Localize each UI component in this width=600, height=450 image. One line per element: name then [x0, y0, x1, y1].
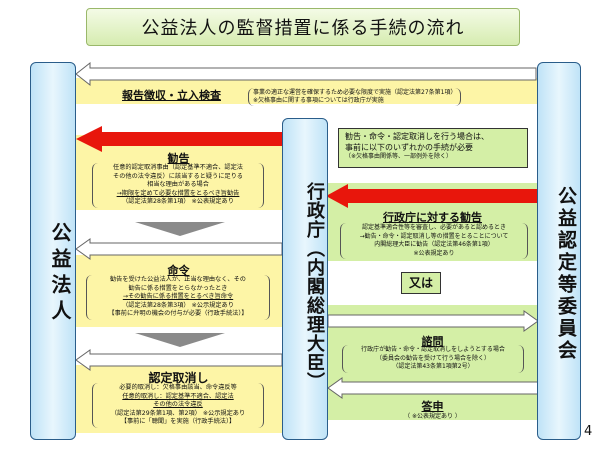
page-number: 4 [584, 424, 593, 439]
order-line: 勧告に係る措置をとらなかったとき [128, 284, 228, 292]
order-note: 勧告を受けた公益法人が、正当な理由なく、その 勧告に係る措置をとらなかったとき … [86, 275, 270, 320]
advice-line: 相当な理由がある場合 [147, 181, 209, 188]
procedure-line: 事前に以下のいずれかの手続が必要 [345, 143, 473, 152]
consultation-line: （委員会の勧告を受けて行う場合を除く） [375, 354, 490, 362]
order-line: （認定法第28条第3項） ※公示規定あり [122, 301, 234, 309]
revocation-line: 【事前に「聴聞」を実施（行政手続法）】 [120, 418, 236, 425]
left-arrow-icon [76, 349, 282, 371]
revocation-line: （認定法第29条第1項、第2項） ※公示規定あり [110, 409, 246, 417]
recommendation-line: 認定基準適合性等を審査し、必要があると認めるとき [361, 224, 506, 231]
inspection-note: 事業の適正な運営を確保するため必要な限度で実施（認定法第27条第1項） ※欠格事… [248, 88, 462, 106]
red-arrow-icon [326, 184, 537, 208]
or-label: 又は [401, 272, 441, 294]
revocation-heading: 認定取消し [148, 371, 209, 385]
column-public-interest-corporation: 公益法人 [30, 62, 76, 440]
advice-area [75, 135, 282, 210]
advice-heading: 勧告 [167, 152, 190, 165]
procedure-line: 勧告・命令・認定取消しを行う場合は、 [345, 132, 489, 141]
right-arrow-icon [328, 310, 538, 332]
consultation-line: 行政庁が勧告・命令・認定取消しをしようとする場合 [361, 346, 505, 353]
report-note: （ ※公表規定あり ） [404, 413, 461, 420]
recommendation-heading: 行政庁に対する勧告 [383, 211, 482, 224]
advice-line: 任意的認定取消事由（認定基準不適合、認定法 [113, 164, 243, 171]
recommendation-note: 認定基準適合性等を審査し、必要があると認めるとき →勧告・命令・認定取消し等の措… [340, 223, 528, 259]
left-arrow-icon [76, 238, 282, 260]
order-line: 勧告を受けた公益法人が、正当な理由なく、その [110, 276, 246, 283]
column-administrative-agency: 行政庁（内閣総理大臣） [282, 118, 328, 440]
revocation-line: 必要的取消し：欠格事由該当、命令違反等 [119, 384, 237, 391]
advice-line: その他の法令違反）に該当すると疑うに足りる [113, 172, 243, 180]
column-commission: 公益認定等委員会 [537, 62, 581, 440]
advice-line: →期限を定めて必要な措置をとるべき旨勧告 [116, 189, 240, 197]
inspection-heading: 報告徴収・立入検査 [122, 89, 221, 102]
inspection-note-line: ※欠格事由に関する事項については行政庁が実施 [253, 97, 384, 104]
report-heading: 答申 [421, 400, 444, 413]
left-arrow-icon [328, 377, 538, 399]
procedure-note: （※欠格事由関係等、一部例外を除く） [345, 153, 453, 160]
consultation-line: （認定法第43条第1項第2号） [392, 363, 474, 370]
revocation-line: その他の法令違反 [153, 401, 203, 408]
revocation-area [75, 365, 282, 433]
order-line: →その勧告に係る措置をとるべき旨命令 [122, 293, 234, 300]
inspection-note-line: 事業の適正な運営を確保するため必要な限度で実施（認定法第27条第1項） [253, 89, 457, 96]
recommendation-line: →勧告・命令・認定取消し等の措置をとることについて [359, 232, 509, 240]
revocation-note: 必要的取消し：欠格事由該当、命令違反等 任意的取消し：認定基準不適合、認定法 そ… [92, 383, 264, 428]
page-title: 公益法人の監督措置に係る手続の流れ [86, 8, 520, 46]
red-arrow-icon [76, 126, 282, 152]
left-arrow-icon [76, 62, 537, 86]
advice-line: （認定法第28条第1項） ※公表規定あり [122, 198, 234, 205]
consultation-heading: 諮問 [421, 335, 444, 348]
recommendation-line: ※公表規定あり [413, 249, 455, 257]
order-area [75, 255, 282, 327]
procedure-box: 勧告・命令・認定取消しを行う場合は、 事前に以下のいずれかの手続が必要 （※欠格… [338, 128, 528, 168]
order-line: 【事前に弁明の機会の付与が必要（行政手続法）】 [108, 310, 248, 317]
down-arrow-icon [135, 222, 225, 236]
advice-note: 任意的認定取消事由（認定基準不適合、認定法 その他の法令違反）に該当すると疑うに… [92, 163, 264, 208]
consultation-note: 行政庁が勧告・命令・認定取消しをしようとする場合 （委員会の勧告を受けて行う場合… [342, 345, 524, 373]
down-arrow-icon [135, 333, 225, 347]
recommendation-line: 内閣総理大臣に勧告（認定法第46条第1項） [374, 241, 494, 248]
order-heading: 命令 [167, 264, 190, 277]
revocation-line: 任意的取消し：認定基準不適合、認定法 [122, 392, 234, 400]
